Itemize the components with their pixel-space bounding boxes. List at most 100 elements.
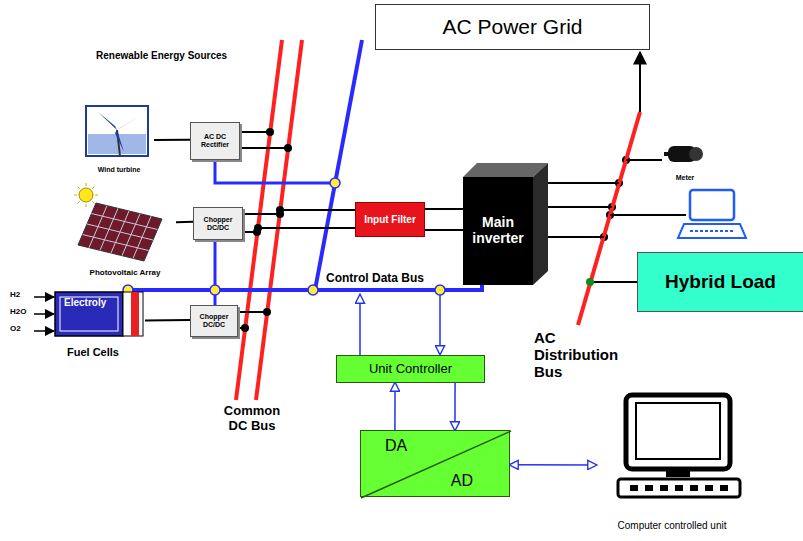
main-inverter-part — [533, 163, 548, 285]
node-text: Fuel Cells — [67, 346, 119, 358]
fuel-cell-icon: ElectrolyFuel Cells — [55, 290, 145, 358]
chopper-box: Chopper DC/DC — [190, 305, 238, 337]
gas-input-label: H2 — [10, 291, 20, 300]
common-dc-bus — [236, 40, 362, 400]
connector — [454, 383, 456, 430]
computer-icon-part — [705, 485, 713, 491]
meter-icon: Meter — [662, 140, 708, 182]
controller-box: Unit Controller — [336, 355, 485, 383]
control-arrows-part — [359, 295, 361, 355]
photovoltaic-icon-part — [78, 201, 80, 203]
control-data-bus-part — [215, 160, 335, 183]
ac-distribution-bus-part-part — [548, 236, 604, 238]
source-wires-part — [425, 229, 463, 231]
photovoltaic-icon-part — [86, 204, 87, 207]
connector — [154, 139, 190, 141]
common-dc-bus-part — [256, 40, 302, 400]
gas-inlet-arrows-part — [34, 296, 54, 298]
wind-turbine-icon-part — [117, 116, 140, 130]
node-text: Chopper DC/DC — [193, 313, 235, 329]
gas-inlet-arrows-part — [34, 330, 54, 332]
computer-icon: Computer controlled unit — [596, 393, 748, 535]
computer-icon-part — [660, 485, 668, 491]
gas-inlet-arrows — [34, 297, 54, 331]
bus-taps-part — [210, 285, 220, 295]
connector — [510, 464, 596, 466]
section-heading: Renewable Energy Sources — [96, 50, 227, 61]
computer-icon-part — [636, 403, 720, 459]
control-arrows — [360, 295, 440, 355]
node-text: Photovoltaic Array — [90, 269, 161, 278]
main-inverter: Main inverter — [463, 163, 548, 285]
bus-taps-part — [435, 285, 445, 295]
computer-icon-drawing — [596, 393, 748, 535]
photovoltaic-icon-part — [74, 195, 77, 196]
wind-turbine-icon-part — [86, 106, 148, 156]
junction-dots-part — [241, 324, 249, 332]
node-text: Electroly — [64, 297, 106, 308]
junction-dots-part — [276, 206, 284, 214]
control-data-bus-part — [128, 288, 484, 292]
photovoltaic-icon-drawing — [74, 185, 176, 278]
converter-box: DAAD — [360, 430, 510, 497]
rectifier-box: AC DC Rectifier — [190, 122, 240, 160]
fuel-cell-icon-part — [123, 292, 143, 336]
computer-icon-part — [630, 485, 638, 491]
laptop-icon-part — [690, 230, 734, 232]
bus-label: Control Data Bus — [326, 272, 424, 285]
photovoltaic-icon-part — [78, 187, 80, 189]
load-box: Hybrid Load — [637, 252, 803, 312]
control-data-bus-part — [480, 284, 484, 292]
wind-turbine-icon-part — [115, 130, 124, 152]
ac-distribution-bus-part-part — [590, 281, 637, 283]
computer-icon-part — [666, 471, 690, 477]
node-text: Hybrid Load — [665, 271, 776, 292]
photovoltaic-icon-part — [86, 183, 87, 186]
node-text: AD — [451, 472, 473, 490]
ac-distribution-bus-part — [586, 278, 594, 286]
computer-icon-part — [645, 485, 653, 491]
photovoltaic-icon-part — [83, 235, 149, 251]
chopper-box: Chopper DC/DC — [193, 207, 243, 240]
gas-input-label: H2O — [10, 308, 26, 317]
computer-icon-part — [675, 485, 683, 491]
bus-taps-part — [308, 285, 318, 295]
grid-box: AC Power Grid — [375, 4, 650, 50]
photovoltaic-icon: Photovoltaic Array — [74, 185, 176, 278]
node-text: Chopper DC/DC — [196, 216, 240, 232]
control-data-bus — [128, 160, 484, 305]
fuel-cell-icon-part — [55, 292, 123, 336]
junction-dots — [241, 128, 630, 332]
junction-dots-part — [266, 128, 274, 136]
photovoltaic-icon-part — [92, 187, 94, 189]
main-inverter-part — [463, 163, 548, 177]
junction-dots-part — [263, 308, 271, 316]
computer-icon-part — [690, 485, 698, 491]
junction-dots-part — [254, 224, 262, 232]
main-inverter-part — [463, 177, 533, 285]
laptop-icon — [678, 190, 746, 238]
source-wires-part — [258, 227, 355, 229]
computer-icon-part — [618, 479, 740, 497]
node-text: Meter — [676, 174, 695, 182]
node-text: AC DC Rectifier — [193, 133, 237, 149]
bus-label: AC Distribution Bus — [534, 330, 634, 380]
photovoltaic-icon-part — [95, 195, 98, 196]
node-text: Main inverter — [466, 215, 530, 246]
ac-distribution-bus-part-part — [548, 182, 619, 184]
source-wires — [238, 132, 463, 328]
connector — [145, 319, 190, 322]
ac-distribution-bus-part-part — [610, 214, 686, 216]
connector — [425, 208, 463, 210]
meter-icon-part — [689, 147, 703, 161]
laptop-icon-part — [690, 190, 734, 220]
fuel-cell-icon-part — [60, 297, 118, 331]
node-text: Computer controlled unit — [618, 520, 727, 535]
bus-label: Common DC Bus — [214, 404, 290, 433]
meter-icon-part — [664, 152, 670, 156]
bus-taps-part — [330, 178, 340, 188]
node-text: AC Power Grid — [442, 15, 582, 39]
computer-icon-part — [720, 485, 728, 491]
laptop-icon-part — [678, 224, 746, 238]
